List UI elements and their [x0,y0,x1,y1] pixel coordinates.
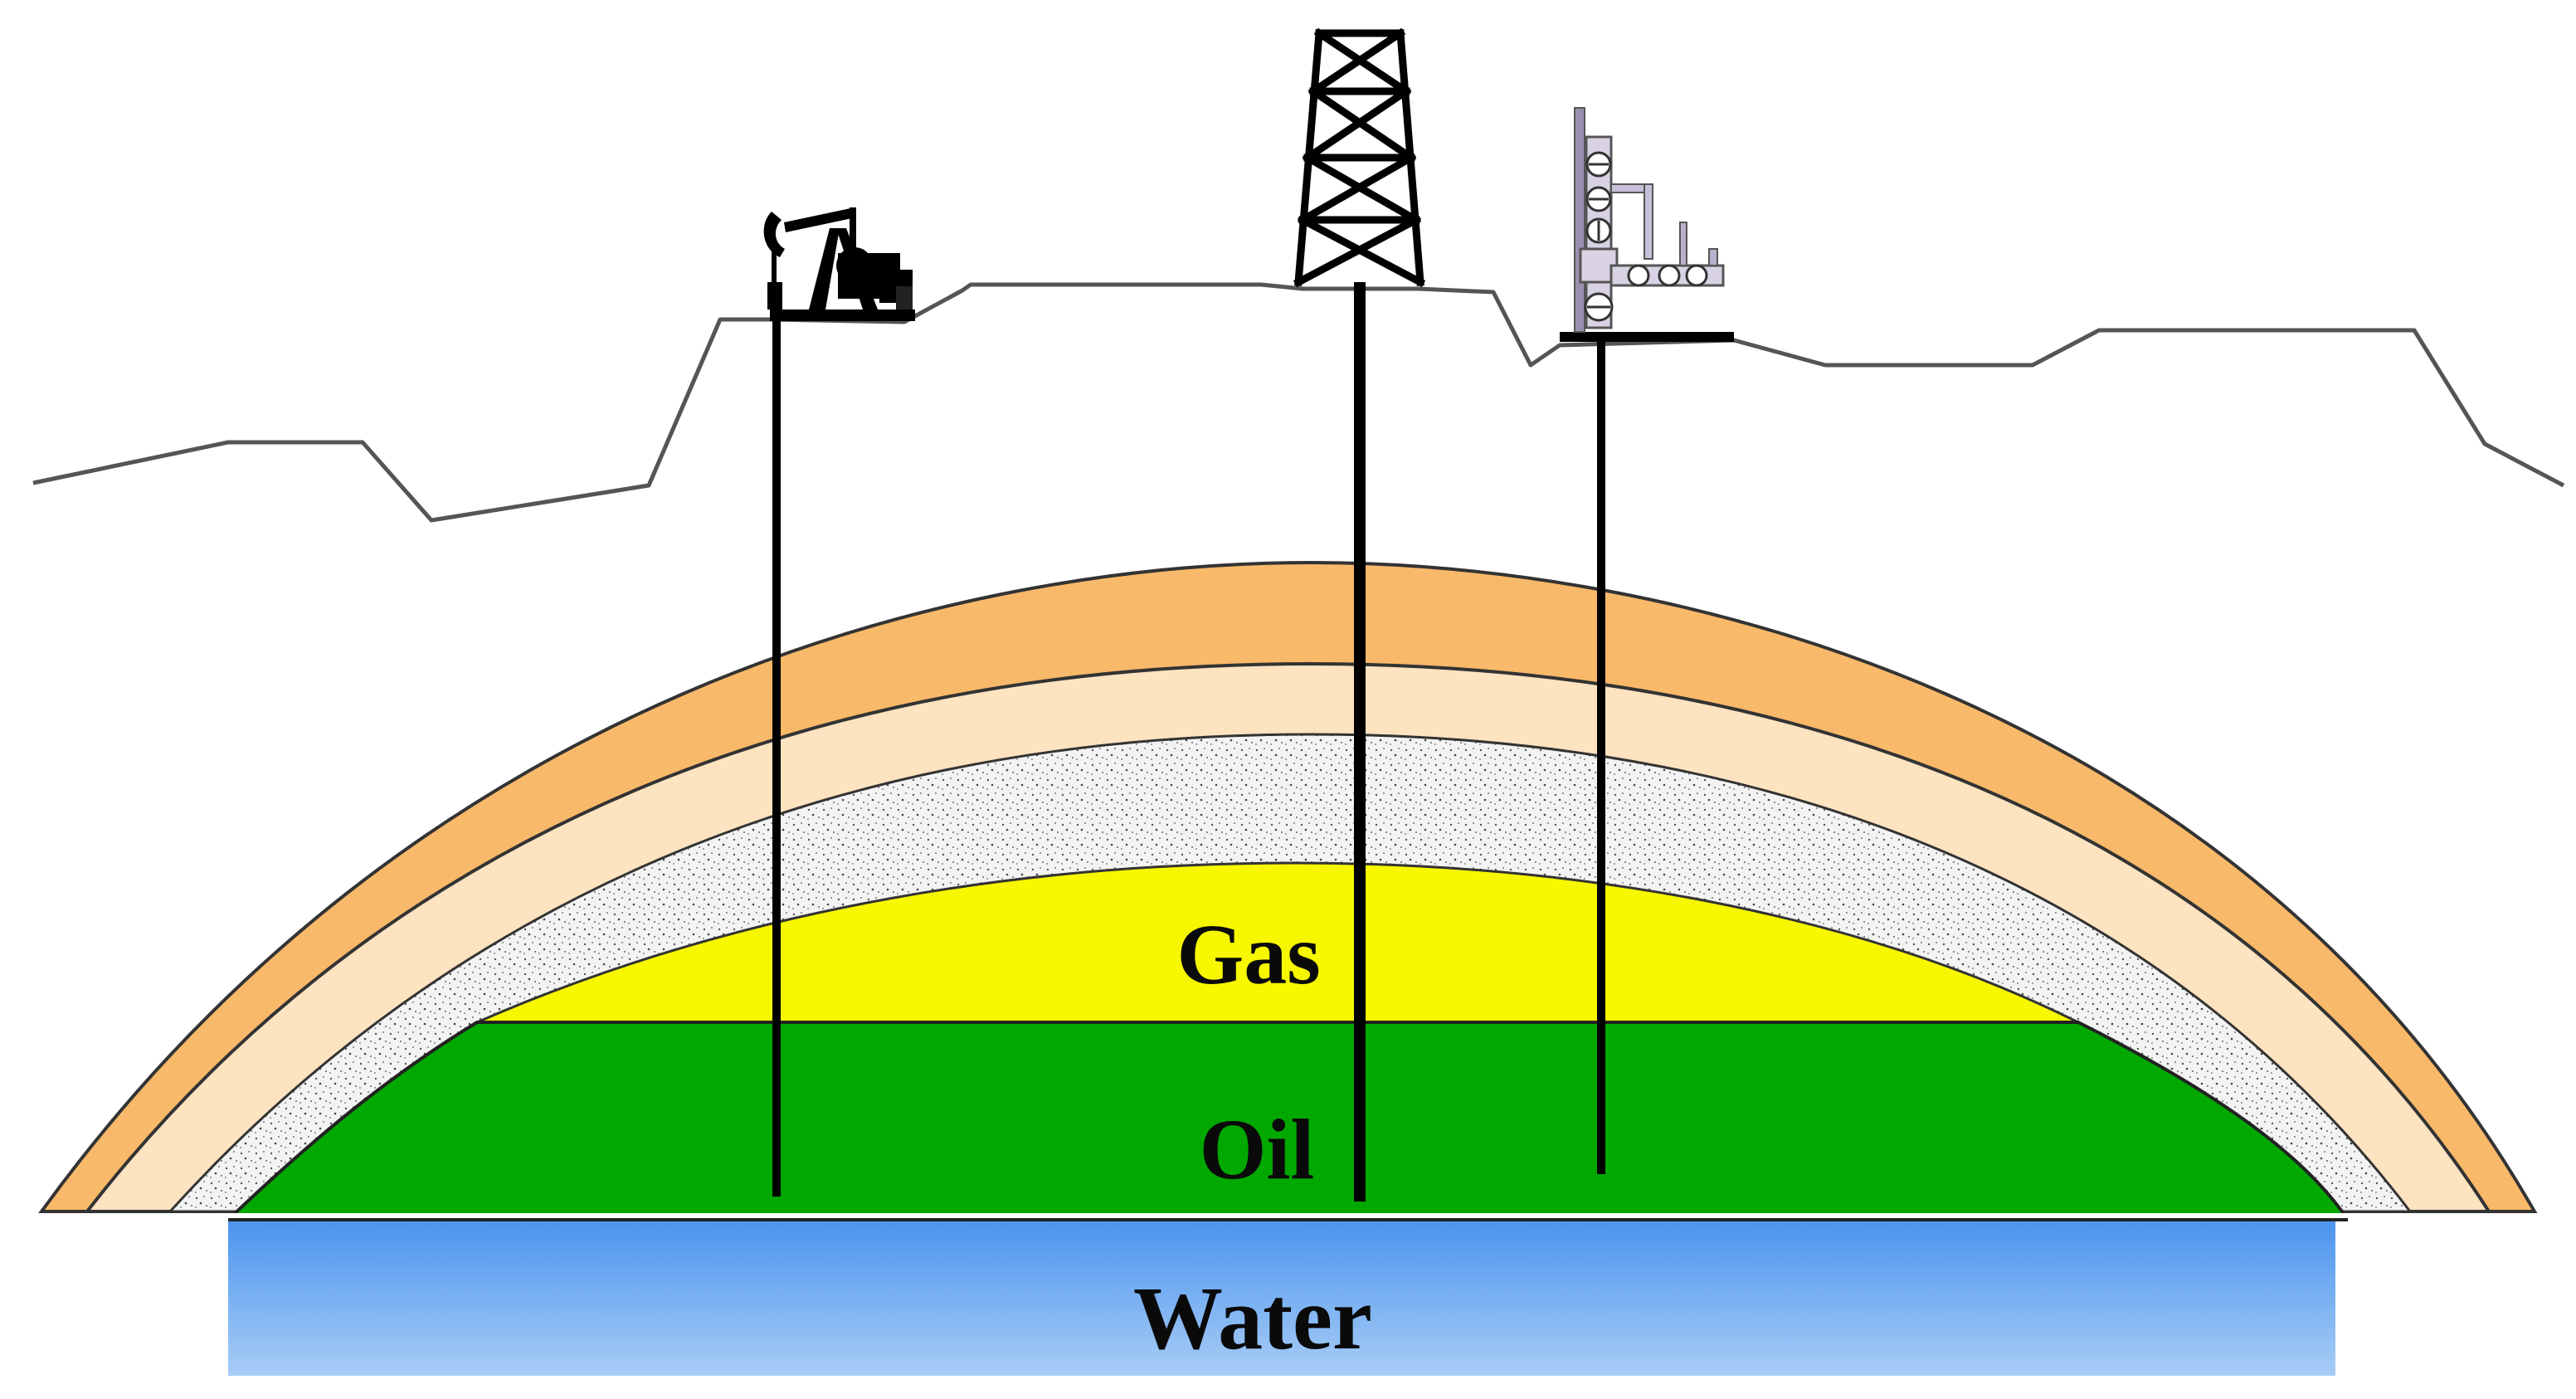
surface-line [32,282,2565,523]
pumpjack-icon [763,207,915,321]
drilling-derrick-icon [1293,27,1426,288]
water-zone [228,1218,2335,1376]
well-bores [772,282,1605,1202]
water-label: Water [1133,1270,1372,1368]
gas-zone [476,861,2079,1024]
oil-zone [224,1021,2351,1221]
right-well-bore [1597,340,1605,1174]
oil-label: Oil [1200,1102,1315,1197]
left-well-bore [772,319,781,1197]
wellhead-christmas-tree-icon [1560,107,1734,342]
gas-label: Gas [1176,907,1320,1002]
center-well-bore [1354,282,1366,1202]
